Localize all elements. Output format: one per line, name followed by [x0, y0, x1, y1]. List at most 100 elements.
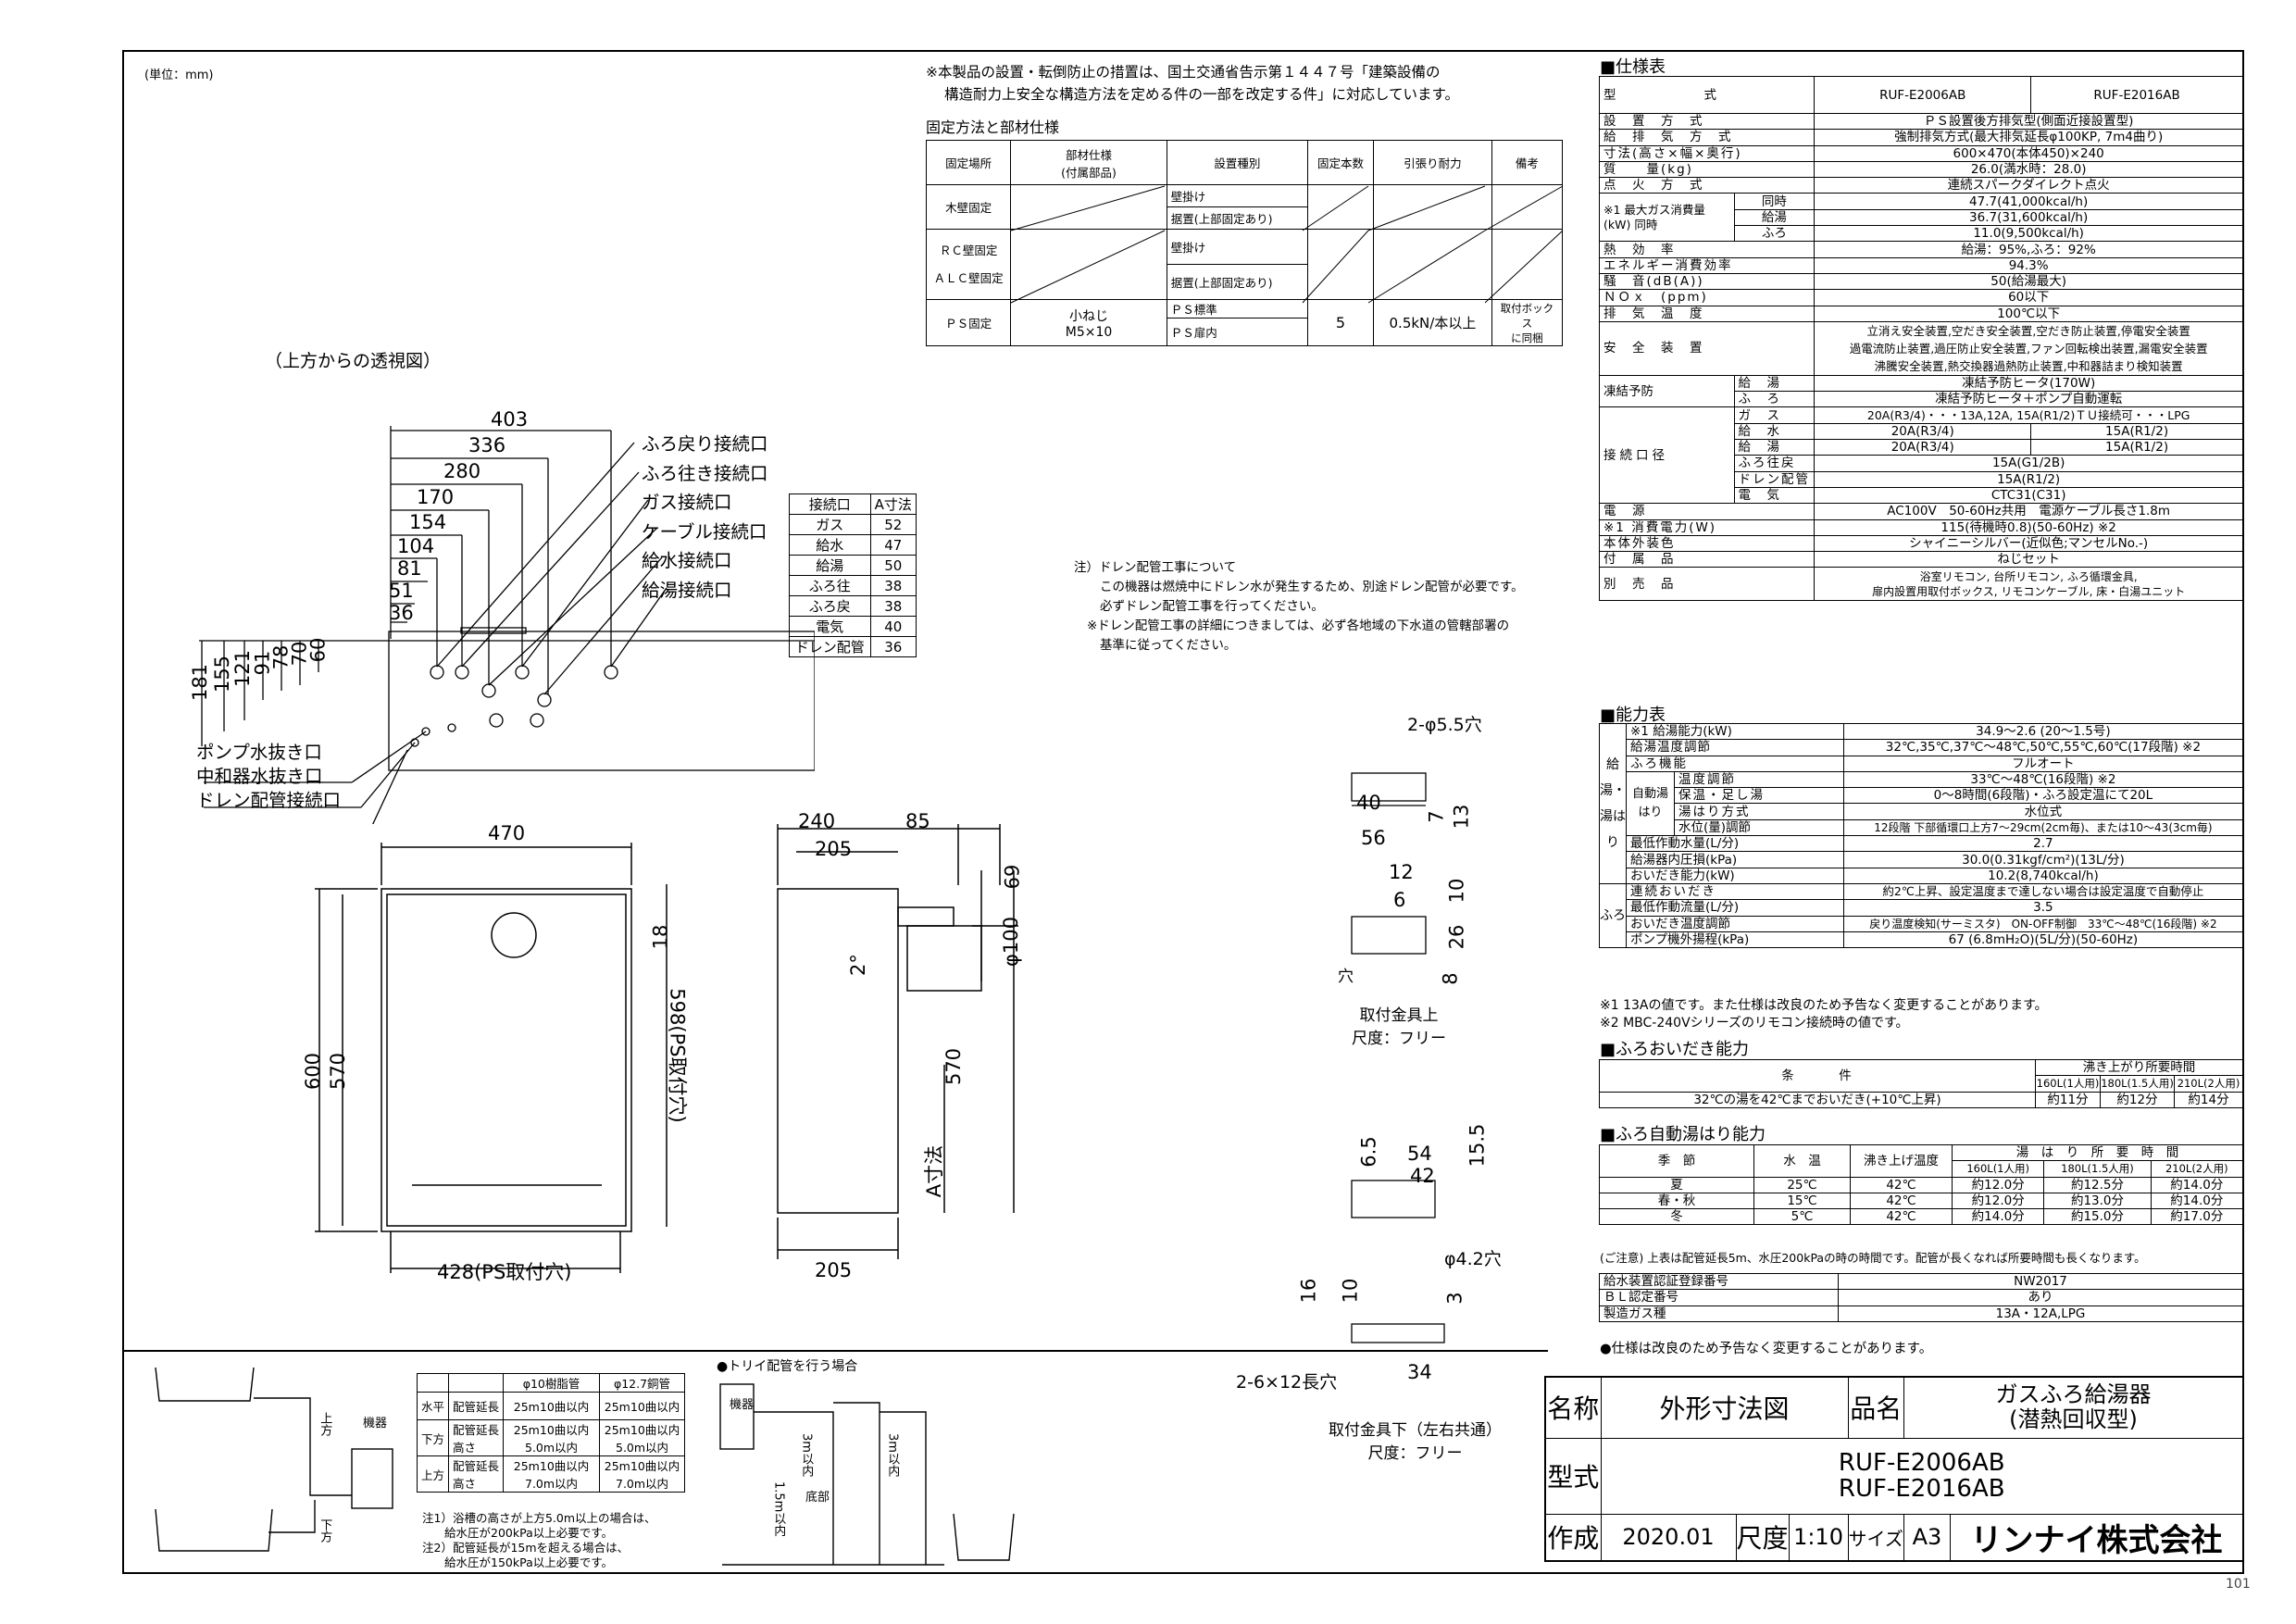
- fix-h-strength: 引張り耐力: [1373, 140, 1492, 185]
- label-water: 給水接続口: [642, 550, 732, 571]
- a-conn: 給湯: [789, 555, 871, 576]
- spec-label: ＮＯｘ (ppm): [1598, 289, 1816, 306]
- dim-428: 428(PS取付穴): [437, 1261, 572, 1283]
- af-cell: 冬: [1599, 1208, 1754, 1226]
- perf-value: 30.0(0.31kgf/cm²)(13L/分): [1842, 851, 2244, 868]
- fix-type: ＰＳ扉内: [1166, 318, 1308, 346]
- fix-type: 壁掛け: [1166, 229, 1308, 265]
- trap-unit: 機器: [730, 1398, 755, 1412]
- perf-label: 最低作動水量(L/分): [1626, 835, 1844, 853]
- perf-value: 戻り温度検知(サーミスタ) ON-OFF制御 33℃～48℃(16段階) ※2: [1842, 915, 2244, 932]
- oidaki-table: 条 件沸き上がり所要時間 160L(1人用)180L(1.5人用)210L(2人…: [1599, 1058, 2243, 1108]
- dim-2-phi55: 2-φ5.5穴: [1407, 715, 1482, 735]
- label-gas: ガス接続口: [642, 492, 732, 513]
- spec-sub: 給 水: [1733, 422, 1816, 441]
- unit-label: (単位：mm): [144, 69, 214, 82]
- spec-value: CTC31(C31): [1814, 486, 2243, 505]
- perf-label: おいだき温度調節: [1626, 915, 1844, 932]
- pt-h: [448, 1373, 505, 1393]
- label-furo-return: ふろ戻り接続口: [642, 433, 768, 455]
- fix-count: 5: [1306, 299, 1375, 346]
- af-h: 水 温: [1753, 1144, 1851, 1178]
- spec-sub: 給 湯: [1733, 439, 1816, 456]
- spec-label: 安 全 装 置: [1598, 320, 1816, 376]
- fix-note: 取付ボックス に同梱: [1491, 299, 1564, 346]
- dim-240: 240: [798, 810, 836, 832]
- perf-value: 0～8時間(6段階)・ふろ設定温にて20L: [1842, 787, 2244, 805]
- perf-value: 34.9～2.6 (20～1.5号): [1842, 722, 2244, 741]
- fix-place-rc: ＲＣ壁固定 ＡＬＣ壁固定: [925, 229, 1012, 300]
- pt-cell: 配管延長 高さ: [448, 1455, 505, 1493]
- bracket-bottom-label: 取付金具下（左右共通）: [1329, 1421, 1502, 1440]
- drain-note-l4: 基準に従ってください。: [1100, 638, 1237, 653]
- label-hotwater: 給湯接続口: [642, 579, 732, 601]
- spec-label: 点 火 方 式: [1598, 177, 1816, 194]
- spec-value: 11.0(9,500kcal/h): [1814, 225, 2243, 243]
- a-val: 50: [869, 555, 917, 576]
- autofill-title: ■ふろ自動湯はり能力: [1600, 1125, 1766, 1144]
- perf-value: 2.7: [1842, 835, 2244, 853]
- cert-label: ＢＬ認定番号: [1599, 1289, 1839, 1306]
- perf-auto: 自動湯はり: [1626, 770, 1675, 837]
- fix-type: 壁掛け: [1166, 184, 1308, 207]
- oidaki-cond: 32℃の湯を42℃までおいだき(+10℃上昇): [1599, 1091, 2036, 1108]
- a-val: 38: [869, 575, 917, 596]
- spec-value: 100℃以下: [1814, 305, 2243, 322]
- drain-note-l3: ※ドレン配管工事の詳細につきましては、必ず各地域の下水道の管轄部署の: [1087, 618, 1510, 633]
- dim-34: 34: [1407, 1361, 1432, 1383]
- label-pump-drain: ポンプ水抜き口: [196, 742, 322, 763]
- trap-h1: 3m以内: [799, 1433, 814, 1477]
- dim-40: 40: [1356, 792, 1381, 814]
- spec-label: 別 売 品: [1598, 567, 1816, 602]
- pt-cell: 上方: [416, 1455, 450, 1493]
- oidaki-cond-header: 条 件: [1599, 1059, 2036, 1093]
- trap-h3: 3m以内: [885, 1433, 900, 1477]
- cert-label: 製造ガス種: [1599, 1305, 1839, 1322]
- piping-note2: 注2）配管延長が15mを超える場合は、: [422, 1541, 630, 1555]
- dim-470: 470: [488, 822, 526, 844]
- a-h-conn: 接続口: [789, 493, 871, 515]
- a-val: 47: [869, 534, 917, 556]
- fix-place-ps: ＰＳ固定: [925, 299, 1012, 346]
- spec-label: 接続口径: [1599, 406, 1735, 505]
- fix-cell-blank: [1010, 229, 1167, 300]
- perf-side1: 給湯・湯はり: [1599, 723, 1627, 884]
- piping-note1: 注1）浴槽の高さが上方5.0m以上の場合は、: [422, 1511, 656, 1525]
- dim-12: 12: [1389, 861, 1414, 883]
- spec-sub: 電 気: [1733, 486, 1816, 505]
- af-cell: 約15.0分: [2043, 1208, 2152, 1226]
- bracket-drawings: [1351, 772, 1445, 1343]
- perf-value: 67 (6.8mH₂O)(5L/分)(50-60Hz): [1842, 931, 2244, 949]
- fix-title: 固定方法と部材仕様: [926, 119, 1060, 136]
- pt-cell: 配管延長 高さ: [448, 1419, 505, 1456]
- af-cell: 約14.0分: [2150, 1192, 2244, 1210]
- af-col: 160L(1人用): [1951, 1160, 2045, 1178]
- drain-note-title: 注）ドレン配管工事について: [1074, 560, 1237, 575]
- spec-value: 強制排気方式(最大排気延長φ100KP, 7m4曲り): [1814, 129, 2243, 146]
- dim-16: 16: [1297, 1278, 1320, 1304]
- dim-hole: 穴: [1338, 968, 1354, 986]
- safety-line: 立消え安全装置,空だき安全装置,空だき防止装置,停電安全装置: [1866, 323, 2190, 338]
- tb-size-label: サイズ: [1847, 1513, 1904, 1561]
- dim-570-front: 570: [327, 1052, 350, 1091]
- perf-value: 10.2(8,740kcal/h): [1842, 867, 2244, 884]
- oidaki-val: 約12分: [2100, 1091, 2175, 1108]
- af-col: 180L(1.5人用): [2043, 1160, 2152, 1178]
- dim-155: 155: [211, 655, 234, 693]
- dim-600: 600: [302, 1052, 325, 1091]
- piping-notes: 注1）浴槽の高さが上方5.0m以上の場合は、 給水圧が200kPa以上必要です。…: [422, 1511, 656, 1570]
- af-cell: 約12.0分: [1951, 1176, 2045, 1193]
- sold-line: 浴室リモコン, 台所リモコン, ふろ循環金具,: [1919, 569, 2138, 583]
- tb-name: 外形寸法図: [1600, 1376, 1849, 1439]
- dim-205-bottom: 205: [815, 1259, 853, 1281]
- perf-label: 保温・足し湯: [1674, 787, 1844, 805]
- tb-model2: RUF-E2016AB: [1838, 1475, 2005, 1503]
- spec-sold: 浴室リモコン, 台所リモコン, ふろ循環金具,扉内設置用取付ボックス, リモコン…: [1814, 567, 2243, 602]
- af-cell: 約17.0分: [2150, 1208, 2244, 1226]
- dim-10: 10: [1445, 878, 1468, 904]
- autofill-note: (ご注意) 上表は配管延長5m、水圧200kPaの時の時間です。配管が長くなれば…: [1600, 1251, 2146, 1265]
- dim-181: 181: [189, 663, 212, 702]
- drain-note-l2: 必ずドレン配管工事を行ってください。: [1100, 599, 1324, 614]
- perf-label: 水位(量)調節: [1674, 818, 1844, 837]
